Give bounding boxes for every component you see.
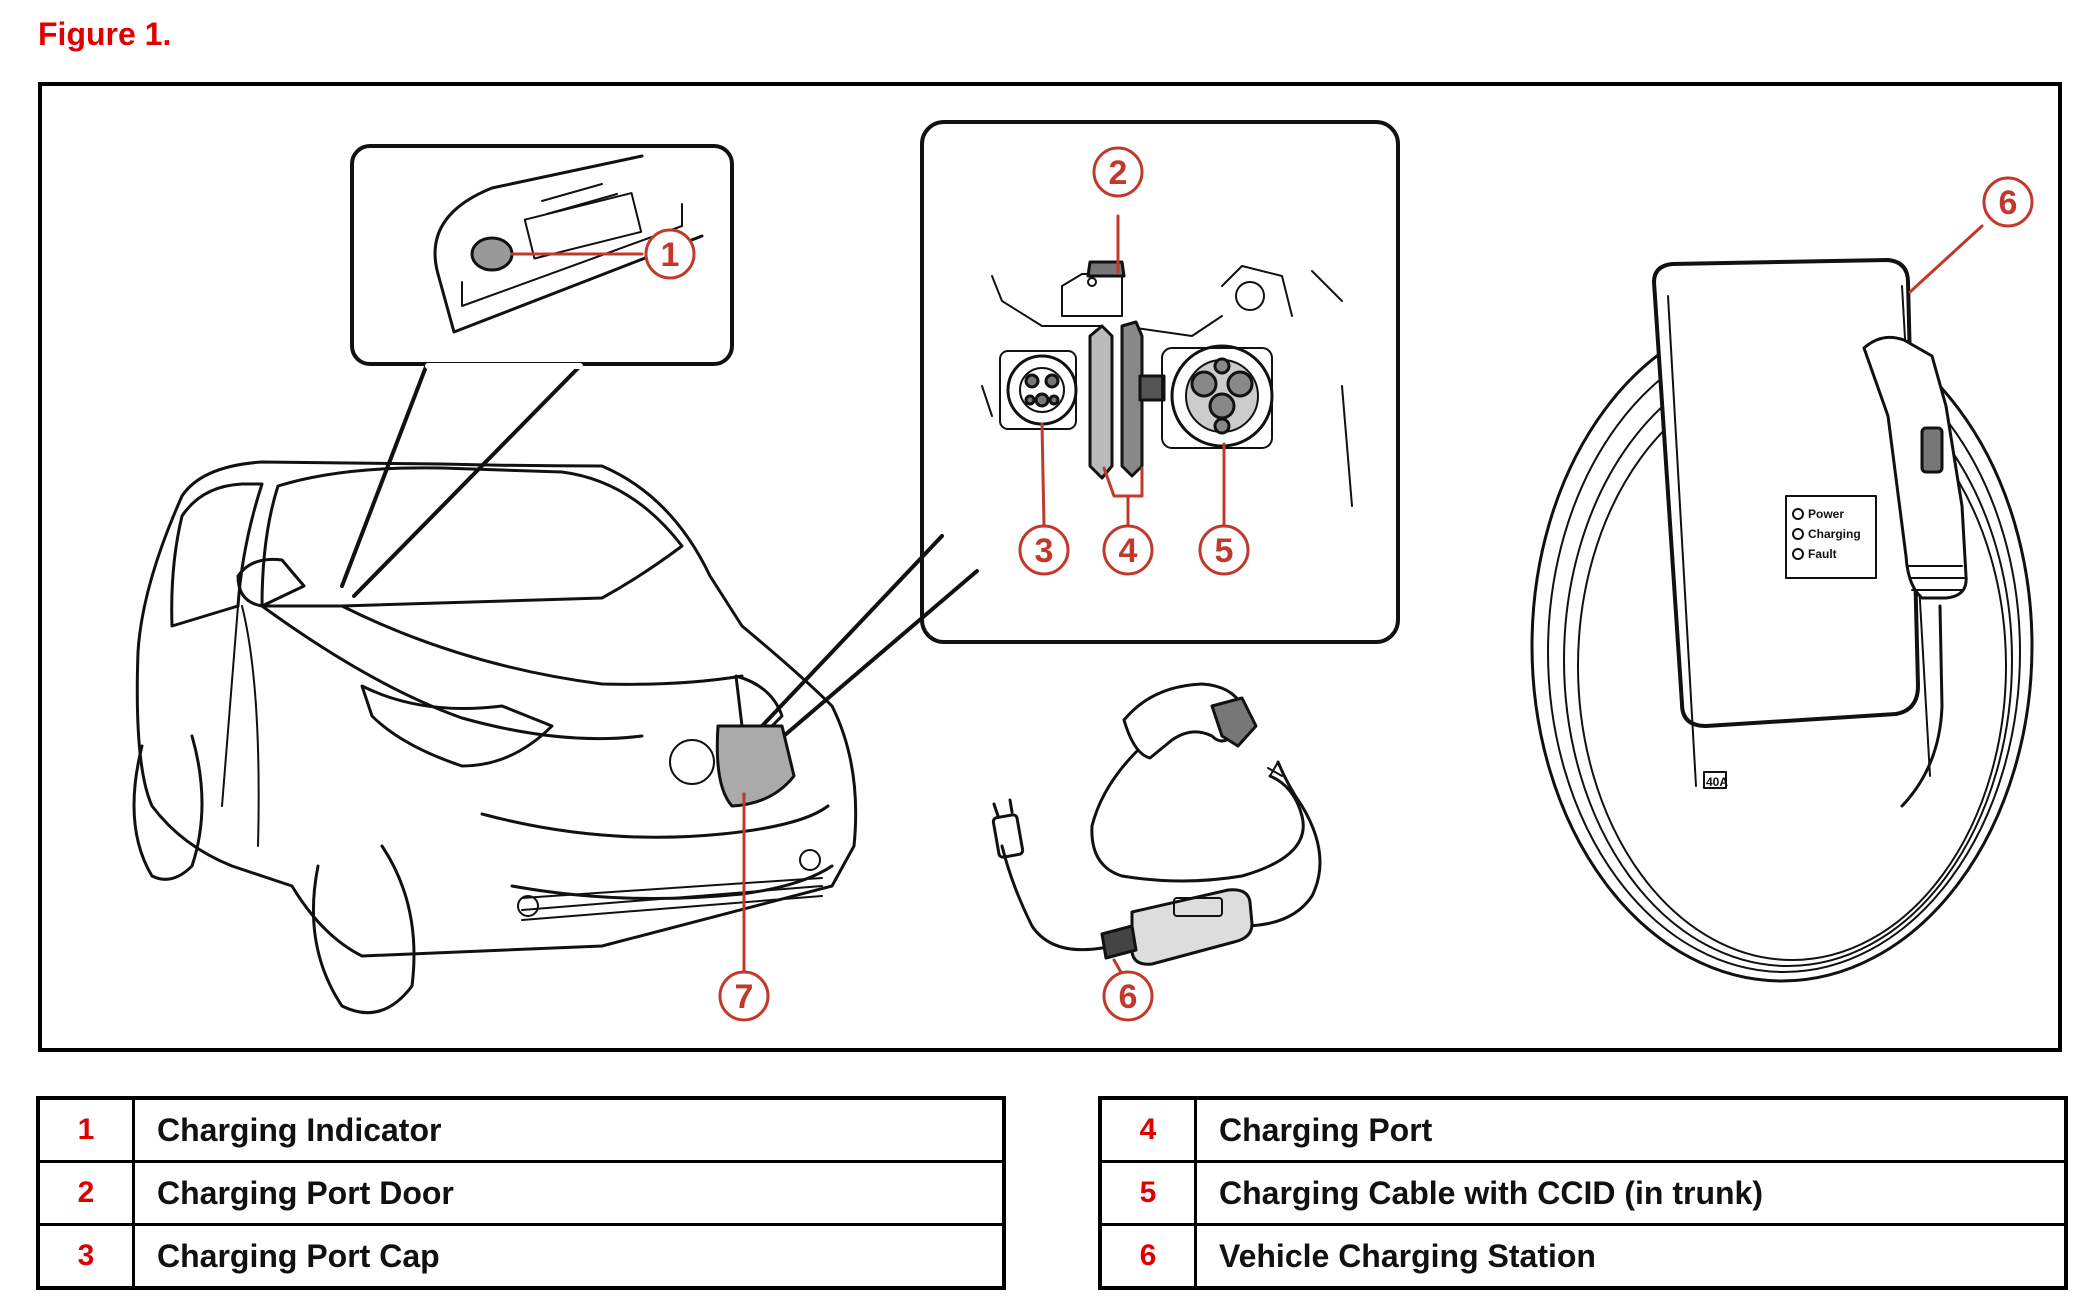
- callout-4-circle: [1102, 524, 1154, 576]
- legend-row: 5 Charging Cable with CCID (in trunk): [1098, 1160, 2068, 1226]
- callout-2-label: 2: [1109, 154, 1128, 192]
- callout-7-circle: [718, 970, 770, 1022]
- callout-6-cable-circle: [1102, 970, 1154, 1022]
- callout-5-label: 5: [1215, 532, 1234, 570]
- callout-3-label: 3: [1035, 532, 1054, 570]
- station-label-fault: Fault: [1808, 547, 1837, 561]
- legend-label: Charging Port Cap: [132, 1223, 1006, 1290]
- callout-6-cable-label: 6: [1119, 978, 1138, 1016]
- callout-6-station-label: 6: [1999, 184, 2018, 222]
- legend-row: 4 Charging Port: [1098, 1096, 2068, 1163]
- legend-number: 4: [1098, 1096, 1197, 1163]
- callout-7-label: 7: [735, 978, 754, 1016]
- station-label-power: Power: [1808, 507, 1844, 521]
- callout-6-station-circle: [1982, 176, 2034, 228]
- callout-5-circle: [1198, 524, 1250, 576]
- charging-indicator-lamp: [470, 236, 514, 272]
- diagram-svg: Power Charging Fault 40A 1 2 3: [132, 120, 2034, 1022]
- legend-number: 2: [36, 1160, 135, 1226]
- figure-title: Figure 1.: [38, 16, 172, 52]
- legend-table-left: 1 Charging Indicator 2 Charging Port Doo…: [36, 1096, 1006, 1290]
- legend-number: 5: [1098, 1160, 1197, 1226]
- legend-row: 1 Charging Indicator: [36, 1096, 1006, 1163]
- charging-station-illustration: Power Charging Fault 40A: [1530, 258, 2034, 983]
- portable-cable-illustration: [991, 682, 1322, 966]
- callout-2-circle: [1092, 146, 1144, 198]
- legend-label: Charging Port Door: [132, 1160, 1006, 1226]
- car-charging-port-door: [715, 724, 796, 808]
- station-amp-rating: 40A: [1706, 775, 1728, 789]
- callouts: [644, 146, 2034, 1022]
- legend-label: Vehicle Charging Station: [1194, 1223, 2068, 1290]
- car-illustration: [132, 460, 858, 1015]
- callout-1-circle: [644, 228, 696, 280]
- legend-number: 6: [1098, 1223, 1197, 1290]
- legend-table-right: 4 Charging Port 5 Charging Cable with CC…: [1098, 1096, 2068, 1290]
- legend-label: Charging Indicator: [132, 1096, 1006, 1163]
- legend-row: 6 Vehicle Charging Station: [1098, 1223, 2068, 1290]
- legend-label: Charging Port: [1194, 1096, 2068, 1163]
- station-label-charging: Charging: [1808, 527, 1861, 541]
- legend-number: 3: [36, 1223, 135, 1290]
- diagram-frame: Power Charging Fault 40A 1 2 3: [38, 82, 2062, 1052]
- legend-label: Charging Cable with CCID (in trunk): [1194, 1160, 2068, 1226]
- callout-4-label: 4: [1119, 532, 1138, 570]
- legend-row: 3 Charging Port Cap: [36, 1223, 1006, 1290]
- legend-row: 2 Charging Port Door: [36, 1160, 1006, 1226]
- callout-3-circle: [1018, 524, 1070, 576]
- callout-1-label: 1: [661, 236, 680, 274]
- legend-number: 1: [36, 1096, 135, 1163]
- inset-charging-port: [920, 120, 1400, 644]
